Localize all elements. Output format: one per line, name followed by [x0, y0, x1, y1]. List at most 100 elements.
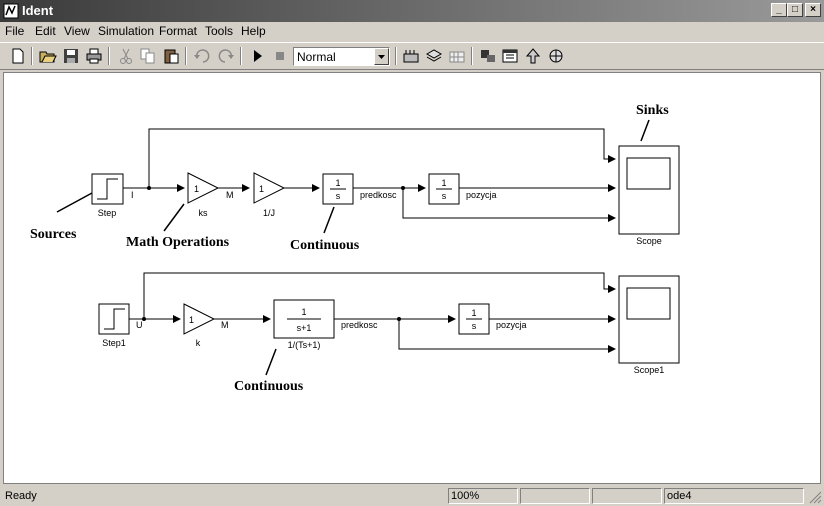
library-browser-button[interactable] — [478, 46, 498, 66]
signal-label-u: U — [136, 320, 143, 330]
signal-label-predkosc: predkosc — [341, 320, 378, 330]
simulation-mode-select[interactable]: Normal — [293, 47, 390, 66]
debugger-button[interactable] — [546, 46, 566, 66]
signal-line[interactable] — [148, 128, 616, 188]
debug-button[interactable] — [447, 46, 467, 66]
paste-button[interactable] — [161, 46, 181, 66]
menu-file[interactable]: File — [5, 24, 25, 38]
maximize-button[interactable]: □ — [787, 3, 803, 17]
up-arrow-icon — [525, 48, 541, 64]
toolbar-separator — [185, 47, 187, 65]
annotation-pointer — [163, 203, 185, 232]
scope-label: Scope — [636, 236, 662, 246]
toolbar-separator — [31, 47, 33, 65]
signal-label-predkosc: predkosc — [360, 190, 397, 200]
status-text: Ready — [5, 490, 37, 502]
signal-line[interactable] — [402, 188, 616, 222]
status-panel-empty — [520, 488, 590, 504]
menu-simulation[interactable]: Simulation — [98, 24, 155, 38]
menu-view[interactable]: View — [64, 24, 90, 38]
undo-button[interactable] — [192, 46, 212, 66]
scissors-icon — [120, 48, 132, 64]
open-button[interactable] — [38, 46, 58, 66]
menu-format[interactable]: Format — [159, 24, 198, 38]
annotation-sinks: Sinks — [636, 103, 669, 118]
annotation-math-operations: Math Operations — [126, 235, 230, 250]
ks-label: ks — [199, 208, 209, 218]
menu-edit[interactable]: Edit — [35, 24, 56, 38]
close-button[interactable]: × — [805, 3, 821, 17]
toolbar — [0, 42, 824, 70]
redo-icon — [218, 49, 234, 63]
zoom-level: 100% — [448, 488, 518, 504]
signal-label-pozycja: pozycja — [496, 320, 527, 330]
annotation-sources: Sources — [30, 227, 77, 242]
status-panel-empty — [592, 488, 662, 504]
toolbar-separator — [471, 47, 473, 65]
k-gain-block[interactable]: 1 — [183, 303, 216, 335]
integrator-denominator: s — [442, 191, 447, 201]
signal-label-i: I — [131, 190, 134, 200]
inverse-j-label: 1/J — [263, 208, 275, 218]
copy-button[interactable] — [138, 46, 158, 66]
annotation-pointer — [640, 119, 650, 142]
status-bar: Ready 100% ode4 — [0, 486, 824, 506]
build-icon — [403, 50, 419, 63]
annotation-continuous: Continuous — [234, 379, 304, 394]
scope1-block[interactable] — [618, 275, 680, 364]
tf-denominator: s+1 — [297, 323, 312, 333]
scope-block[interactable] — [618, 145, 680, 235]
redo-button[interactable] — [216, 46, 236, 66]
transfer-function-block[interactable]: 1 s+1 — [273, 299, 335, 339]
library-icon — [481, 50, 495, 62]
inverse-j-gain-block[interactable]: 1 — [253, 172, 286, 204]
integrator-block[interactable]: 1 s — [428, 173, 460, 205]
step-label: Step — [98, 208, 117, 218]
printer-icon — [86, 48, 102, 64]
scope1-label: Scope1 — [634, 365, 665, 375]
save-button[interactable] — [61, 46, 81, 66]
ks-gain-block[interactable]: 1 — [187, 172, 220, 204]
model-canvas[interactable]: Step I 1 ks M 1 1/J 1 s predkos — [3, 72, 821, 484]
toolbar-separator — [395, 47, 397, 65]
stack-icon — [425, 49, 443, 62]
solver-name: ode4 — [664, 488, 804, 504]
integrator-block[interactable]: 1 s — [458, 303, 490, 335]
block-diagram: Step I 1 ks M 1 1/J 1 s predkos — [30, 103, 680, 394]
debugger-icon — [549, 49, 563, 63]
new-model-button[interactable] — [8, 46, 28, 66]
resize-grip-icon[interactable] — [808, 490, 822, 504]
menu-tools[interactable]: Tools — [205, 24, 234, 38]
chevron-down-icon[interactable] — [374, 48, 389, 65]
signal-label-m: M — [226, 190, 234, 200]
stop-icon — [276, 52, 284, 60]
minimize-button[interactable]: _ — [771, 3, 787, 17]
play-icon — [254, 50, 262, 62]
annotation-pointer — [265, 348, 277, 376]
go-to-parent-button[interactable] — [523, 46, 543, 66]
save-icon — [64, 49, 78, 63]
stop-simulation-button[interactable] — [270, 46, 290, 66]
menu-help[interactable]: Help — [241, 24, 266, 38]
simulation-mode-value: Normal — [297, 50, 336, 64]
tf-numerator: 1 — [301, 307, 306, 317]
model-browser-button[interactable] — [500, 46, 520, 66]
print-button[interactable] — [84, 46, 104, 66]
step-block[interactable] — [91, 173, 124, 205]
signal-line[interactable] — [398, 319, 616, 353]
update-diagram-button[interactable] — [424, 46, 444, 66]
window-title: Ident — [22, 3, 54, 18]
signal-line[interactable] — [143, 272, 616, 319]
undo-icon — [194, 49, 210, 63]
integrator-block[interactable]: 1 s — [322, 173, 354, 205]
build-button[interactable] — [401, 46, 421, 66]
menu-bar: File Edit View Simulation Format Tools H… — [0, 22, 824, 40]
cut-button[interactable] — [116, 46, 136, 66]
grid-icon — [449, 51, 465, 63]
annotation-pointer — [323, 206, 335, 234]
new-icon — [12, 48, 24, 64]
step1-block[interactable] — [98, 303, 130, 335]
start-simulation-button[interactable] — [247, 46, 267, 66]
k-label: k — [196, 338, 201, 348]
toolbar-separator — [108, 47, 110, 65]
